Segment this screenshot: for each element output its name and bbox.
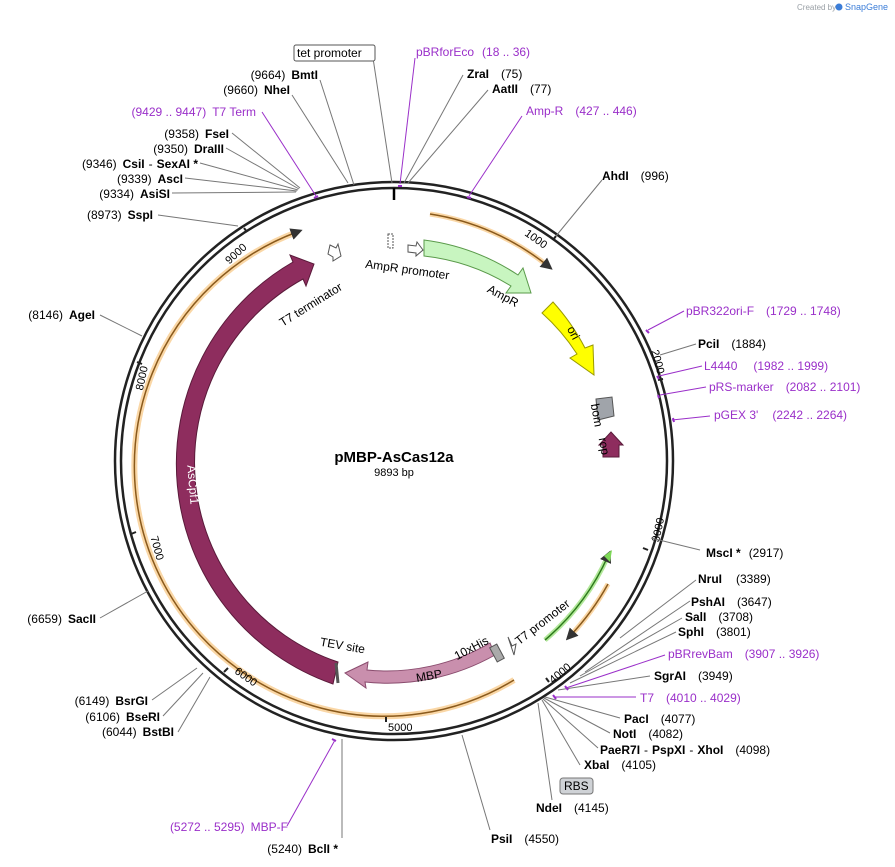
site-paci: PacI(4077) [624,712,695,726]
tick-label-3000: 3000 [650,517,667,543]
primer-ampr: Amp-R(427 .. 446) [526,104,637,118]
t7-terminator-feature [327,242,342,262]
site-bseri: (6106)BseRI [85,710,160,724]
snapgene-logo-icon [835,3,843,11]
leader-lines [99,57,701,838]
site-sspi: (8973)SspI [87,208,153,222]
ascpf1-label: AsCpf1 [184,464,201,505]
rop-label: rop [596,436,613,456]
site-asisi: (9334)AsiSI [99,187,170,201]
bom-label: bom [588,402,606,427]
site-xbai: XbaI(4105) [584,758,656,772]
backbone-outer [113,180,675,742]
his-tag-feature [489,643,505,663]
orf-arc-rop-core [565,583,609,641]
bom-feature [595,396,615,421]
site-sgrai: SgrAI(3949) [654,669,733,683]
site-zrai: ZraI(75) [467,67,522,81]
site-sali: SalI(3708) [685,610,753,624]
site-draiii: (9350)DraIII [153,142,224,156]
site-sphi: SphI(3801) [678,625,751,639]
tick-8000 [136,361,143,365]
orf-arc-lacZ-core [544,550,612,641]
tick-1000 [552,235,557,241]
site-bstbi: (6044)BstBI [102,725,174,739]
orf-arc-ascpf1-core [133,228,515,717]
rbs-box [559,777,594,795]
tick-label-6000: 6000 [232,665,259,689]
primer-mbpf: (5272 .. 5295)MBP-F [170,820,288,834]
mbp-feature [344,642,496,690]
orf-arc-ampr-core [429,213,553,270]
site-csii: (9346)CsiI-SexAI * [82,157,198,171]
site-ahdi: AhdI(996) [602,169,669,183]
tet-promoter-label: tet promoter [297,46,362,60]
tick-label-4000: 4000 [547,661,573,686]
site-bmti: (9664)BmtI [251,68,318,82]
primer-pbrrevbam: pBRrevBam(3907 .. 3926) [668,647,819,661]
tev-site-feature [334,662,340,684]
primer-marks [313,185,675,742]
primer-l4440: L4440(1982 .. 1999) [704,359,828,373]
site-bcli: (5240)BclI * [267,842,338,856]
site-pshai: PshAI(3647) [691,595,772,609]
site-agei: (8146)AgeI [28,308,95,322]
ampr-feature [423,239,532,294]
tick-4000 [545,677,550,683]
tick-9000 [243,227,248,233]
site-sacii: (6659)SacII [27,612,96,626]
site-fsei: (9358)FseI [164,127,229,141]
site-pcii: PciI(1884) [698,337,766,351]
site-psii: PsiI(4550) [491,832,559,846]
rop-feature [597,431,625,458]
lacz-arrowhead [604,550,612,562]
tet-promoter-feature [387,233,394,249]
site-nhei: (9660)NheI [223,83,290,97]
mbp-label: MBP [415,667,443,685]
primer-t7: T7(4010 .. 4029) [640,691,741,705]
primer-pgex: pGEX 3'(2242 .. 2264) [714,408,847,422]
primer-t7term: (9429 .. 9447)T7 Term [131,105,256,119]
tick-label-5000: 5000 [388,722,412,734]
ampr-promoter-label: AmpR promoter [364,257,450,283]
t7-promoter-feature [507,636,517,656]
tick-3000 [642,547,649,551]
tick-6000 [223,667,229,673]
plasmid-size: 9893 bp [374,467,414,479]
credit-brand: SnapGene [845,2,888,12]
site-ndei: NdeI(4145) [536,801,609,815]
site-paer7i: PaeR7I-PspXI-XhoI(4098) [600,743,770,757]
site-aatii: AatII(77) [492,82,551,96]
site-bsrgi: (6149)BsrGI [75,694,148,708]
ori-feature [541,301,595,376]
site-nrui: NruI(3389) [698,572,771,586]
plasmid-name: pMBP-AsCas12a [334,449,454,466]
tet-promoter-box [293,44,376,62]
primer-leader-lines [261,57,711,827]
site-noti: NotI(4082) [613,727,683,741]
primer-prs: pRS-marker(2082 .. 2101) [709,380,860,394]
rbs-label: RBS [564,779,589,793]
primer-pbr322ori: pBR322ori-F(1729 .. 1748) [686,304,841,318]
credit-prefix: Created by [797,3,836,12]
tick-label-8000: 8000 [134,365,151,391]
site-msci: MscI *(2917) [706,546,783,560]
primer-pbrforeco: pBRforEco(18 .. 36) [416,45,530,59]
tick-2000 [657,378,664,381]
tev-site-label: TEV site [319,635,366,657]
ascpf1-feature [175,254,339,685]
site-asci: (9339)AscI [117,172,183,186]
ori-label: ori [564,324,583,342]
ampr-promoter-feature [407,240,424,258]
tick-7000 [130,531,137,535]
